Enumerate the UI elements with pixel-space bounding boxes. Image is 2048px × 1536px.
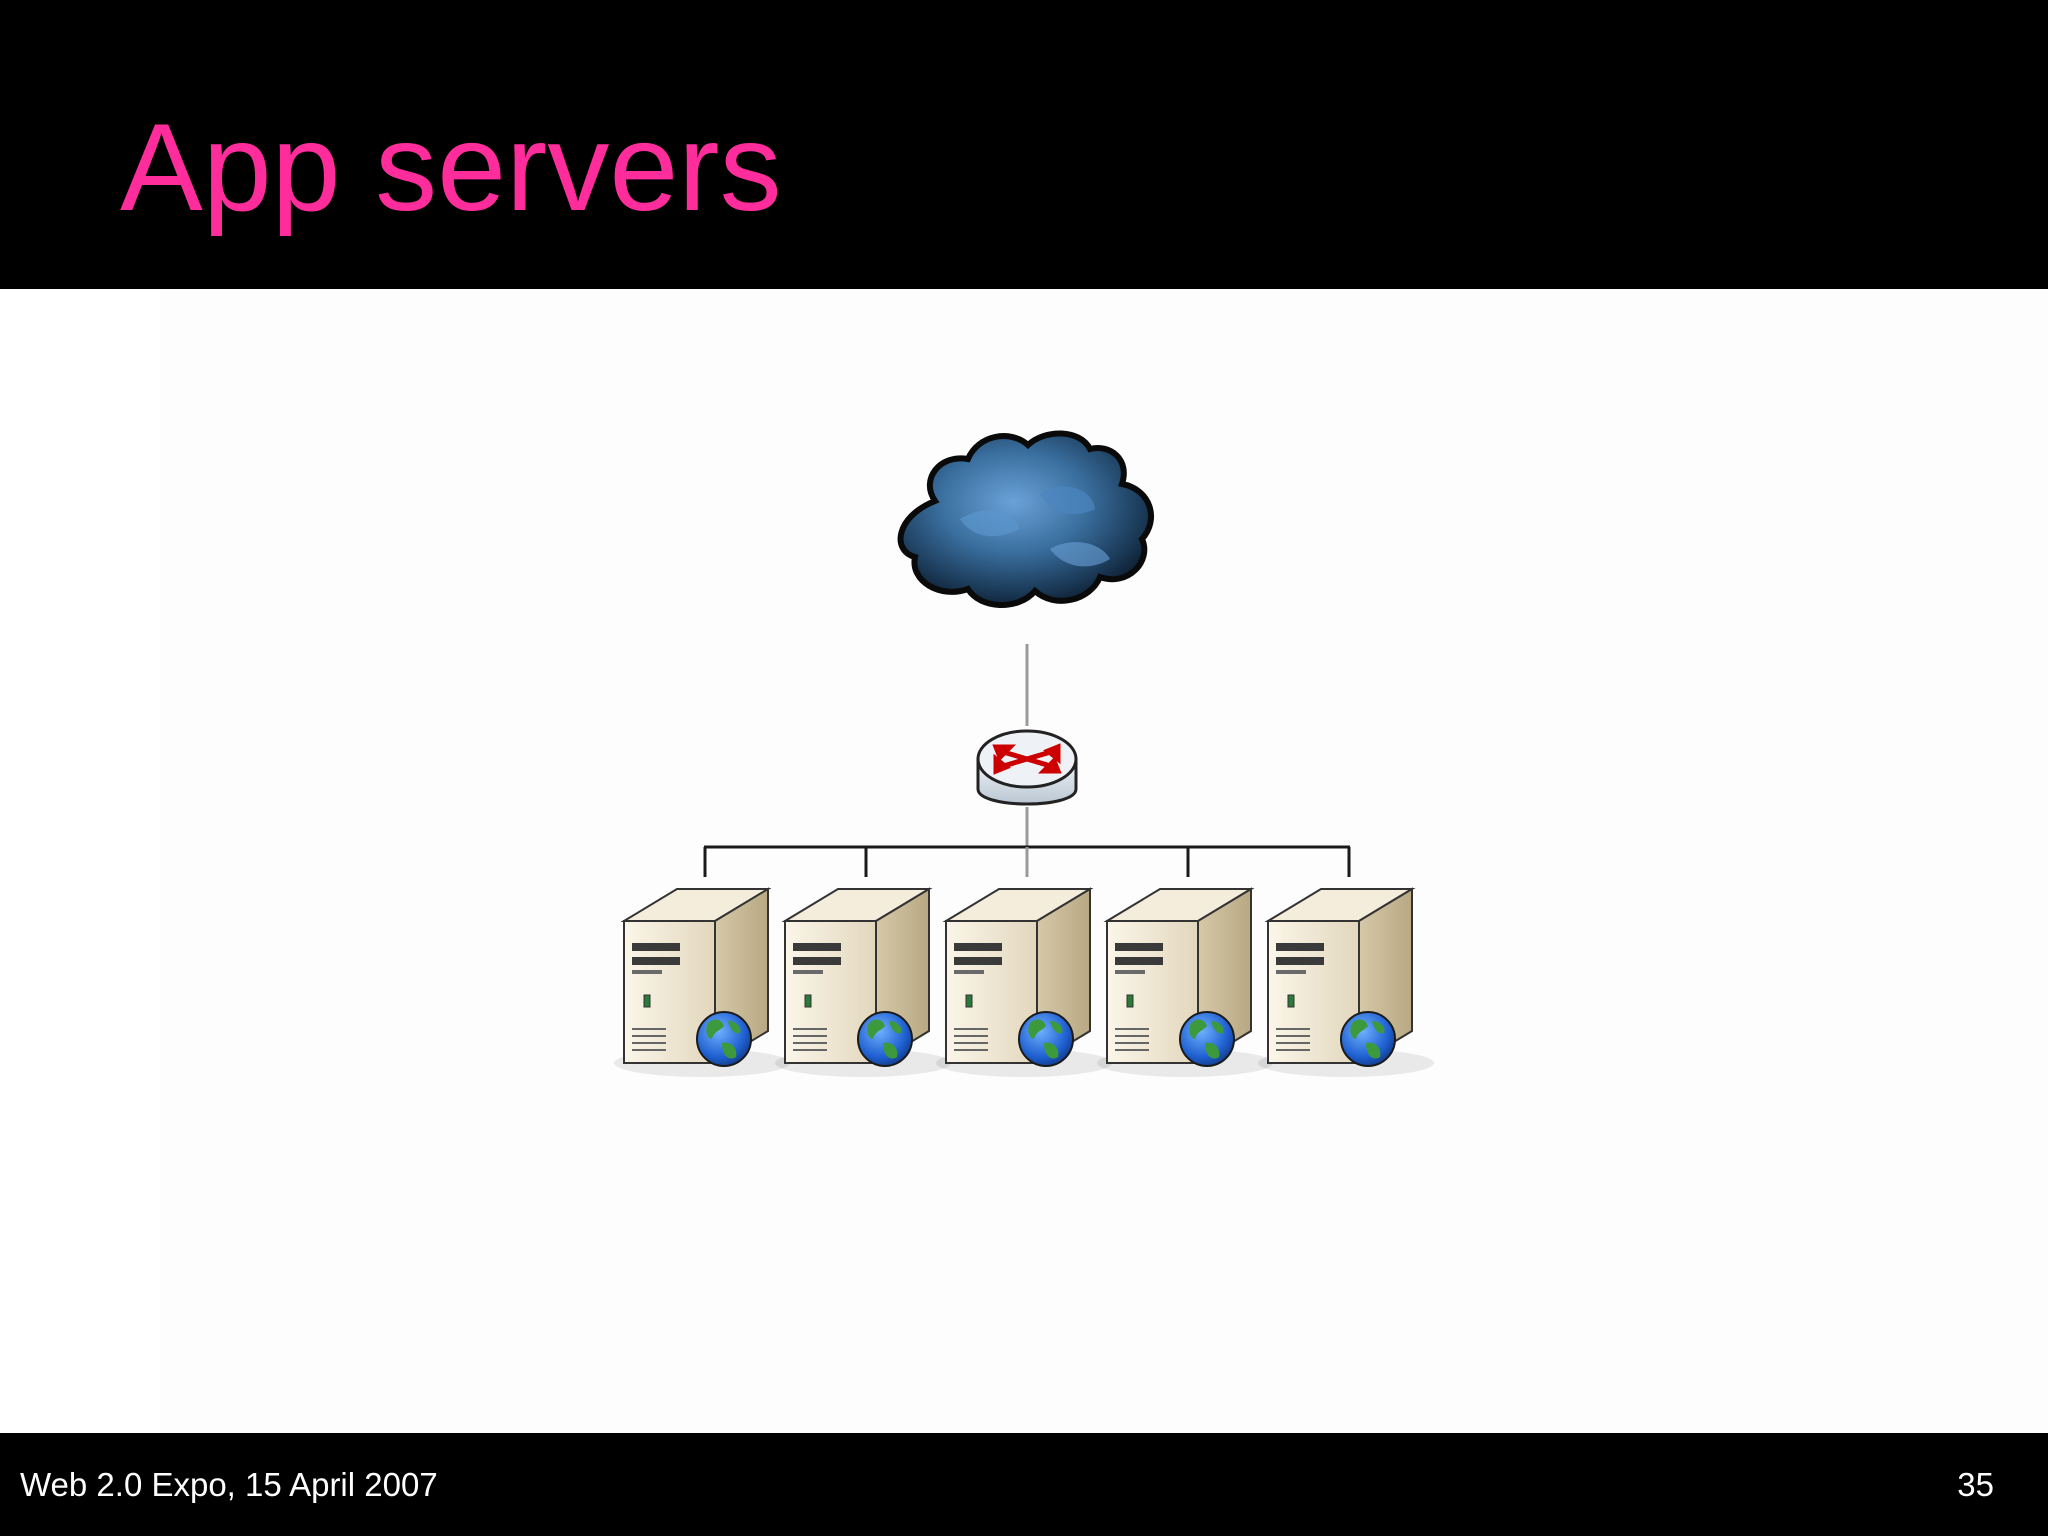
slide-content	[0, 289, 2048, 1433]
cloud-icon	[897, 430, 1154, 608]
app-server-1	[613, 888, 791, 1078]
app-server-5	[1257, 888, 1435, 1078]
app-server-4	[1096, 888, 1274, 1078]
slide-footer: Web 2.0 Expo, 15 April 2007 35	[0, 1433, 2048, 1536]
network-diagram	[613, 430, 1435, 1078]
footer-text: Web 2.0 Expo, 15 April 2007	[20, 1466, 438, 1503]
slide-header: App servers	[0, 0, 2048, 289]
page-number: 35	[1957, 1466, 1994, 1503]
connection-lines	[703, 644, 1351, 877]
slide-title: App servers	[120, 99, 782, 237]
router-icon	[976, 729, 1078, 806]
app-server-2	[774, 888, 952, 1078]
app-server-3	[935, 888, 1113, 1078]
